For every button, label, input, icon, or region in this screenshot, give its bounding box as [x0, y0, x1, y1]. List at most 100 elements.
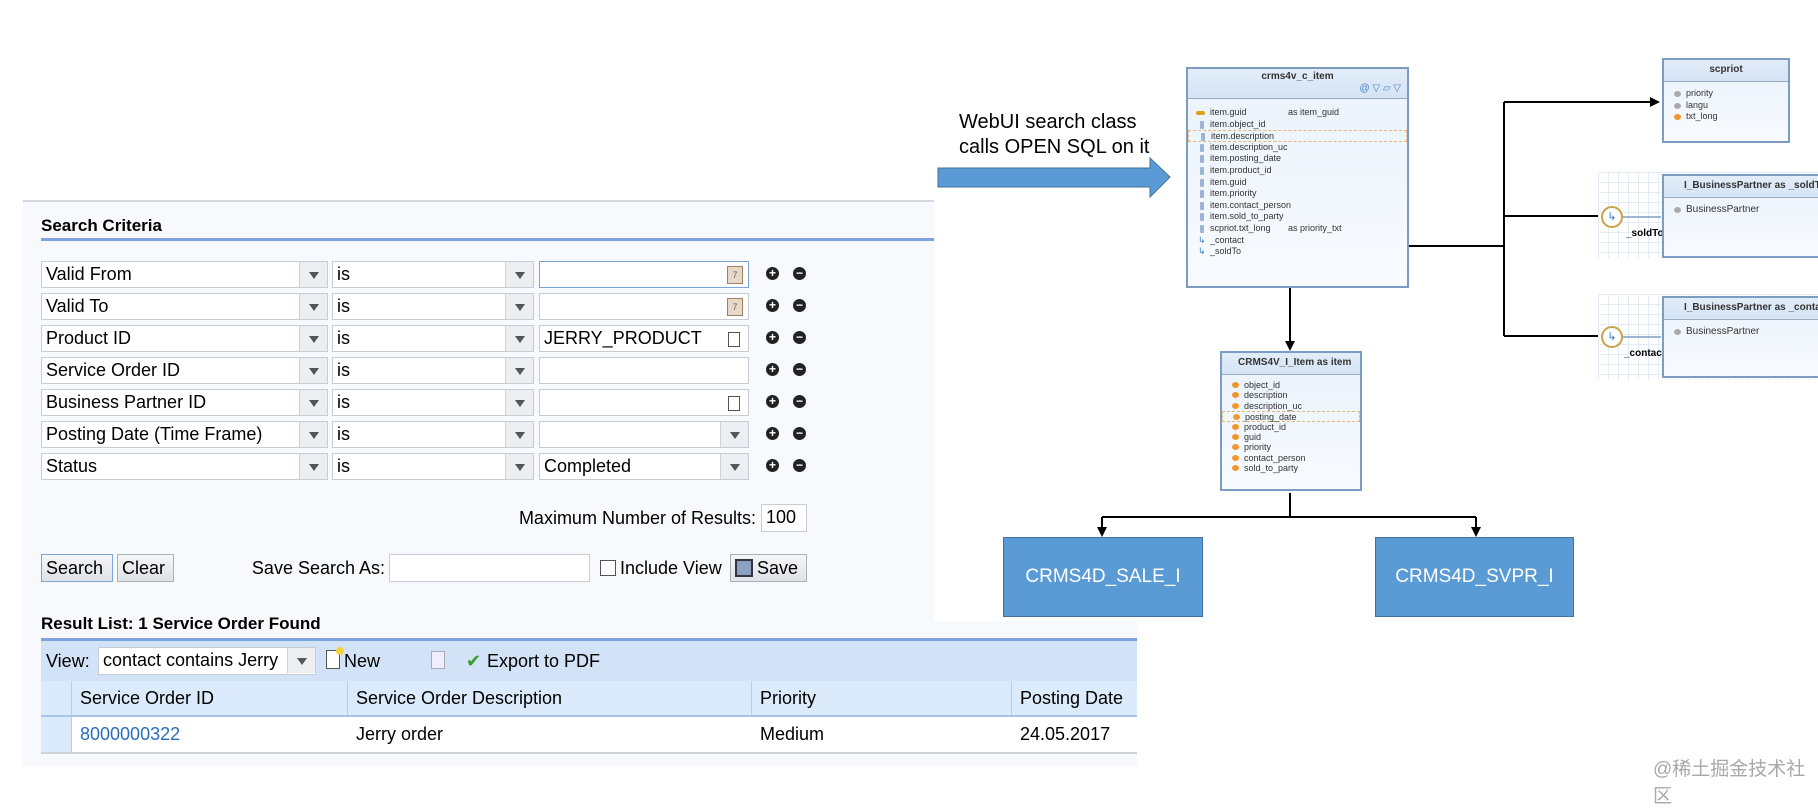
value-help-icon[interactable]: [728, 396, 740, 411]
service-order-id-link[interactable]: 8000000322: [80, 724, 181, 744]
entity-field[interactable]: sold_to_party: [1222, 463, 1360, 473]
field-select[interactable]: Valid From: [41, 261, 328, 288]
entity-field[interactable]: ↳_soldTo: [1188, 246, 1407, 258]
entity-field[interactable]: item.priority: [1188, 188, 1407, 200]
entity-field[interactable]: ↳_contact: [1188, 235, 1407, 247]
chevron-down-icon[interactable]: [720, 422, 748, 447]
remove-row-icon[interactable]: −: [793, 267, 806, 280]
field-select[interactable]: Status: [41, 453, 328, 480]
operator-select[interactable]: is: [332, 325, 534, 352]
entity-field[interactable]: item.sold_to_party: [1188, 211, 1407, 223]
entity-field[interactable]: priority: [1664, 88, 1788, 100]
search-button[interactable]: Search: [41, 554, 113, 582]
entity-field[interactable]: txt_long: [1664, 111, 1788, 123]
operator-select[interactable]: is: [332, 421, 534, 448]
entity-field[interactable]: priority: [1222, 442, 1360, 452]
field-select[interactable]: Posting Date (Time Frame): [41, 421, 328, 448]
entity-field: BusinessPartner: [1686, 326, 1760, 337]
entity-field[interactable]: description_uc: [1222, 401, 1360, 411]
entity-field[interactable]: guid: [1222, 432, 1360, 442]
select-all-cell[interactable]: [41, 681, 72, 715]
entity-field[interactable]: item.contact_person: [1188, 200, 1407, 212]
copy-icon[interactable]: [431, 651, 445, 669]
field-select[interactable]: Product ID: [41, 325, 328, 352]
value-help-icon[interactable]: [728, 332, 740, 347]
value-input[interactable]: Completed: [539, 453, 749, 480]
operator-select[interactable]: is: [332, 357, 534, 384]
remove-row-icon[interactable]: −: [793, 363, 806, 376]
view-select[interactable]: contact contains Jerry: [98, 647, 316, 675]
row-selector[interactable]: [41, 717, 72, 752]
value-input[interactable]: [539, 357, 749, 384]
chevron-down-icon: [505, 262, 533, 287]
entity-field[interactable]: object_id: [1222, 380, 1360, 390]
field-select[interactable]: Service Order ID: [41, 357, 328, 384]
remove-row-icon[interactable]: −: [793, 427, 806, 440]
column-header[interactable]: Service Order Description: [348, 681, 752, 715]
field-select-value: Posting Date (Time Frame): [46, 424, 263, 444]
entity-field[interactable]: posting_date: [1222, 411, 1360, 422]
remove-row-icon[interactable]: −: [793, 331, 806, 344]
calendar-icon[interactable]: 7: [727, 298, 743, 316]
entity-field[interactable]: item.product_id: [1188, 165, 1407, 177]
column-icon: [1200, 143, 1204, 152]
chevron-down-icon[interactable]: [720, 454, 748, 479]
operator-select[interactable]: is: [332, 453, 534, 480]
table-row[interactable]: 8000000322 Jerry order Medium 24.05.2017: [41, 717, 1137, 754]
value-input[interactable]: JERRY_PRODUCT: [539, 325, 749, 352]
column-header[interactable]: Service Order ID: [72, 681, 348, 715]
value-input[interactable]: 7: [539, 261, 749, 288]
field-name: guid: [1244, 431, 1262, 442]
max-results-input[interactable]: 100: [761, 504, 807, 532]
column-header[interactable]: Posting Date: [1020, 688, 1124, 708]
entity-field[interactable]: contact_person: [1222, 453, 1360, 463]
entity-field[interactable]: item.description_uc: [1188, 142, 1407, 154]
add-row-icon[interactable]: +: [766, 331, 779, 344]
assoc-label: _contact: [1624, 348, 1666, 359]
operator-select-value: is: [337, 360, 350, 380]
export-pdf-button[interactable]: Export to PDF: [487, 651, 601, 671]
field-select[interactable]: Business Partner ID: [41, 389, 328, 416]
value-input[interactable]: [539, 389, 749, 416]
table-crms4d-svpr-i[interactable]: CRMS4D_SVPR_I: [1375, 537, 1574, 617]
field-dot-icon: [1232, 454, 1239, 461]
add-row-icon[interactable]: +: [766, 459, 779, 472]
remove-row-icon[interactable]: −: [793, 299, 806, 312]
remove-row-icon[interactable]: −: [793, 395, 806, 408]
add-row-icon[interactable]: +: [766, 363, 779, 376]
clear-button[interactable]: Clear: [117, 554, 174, 582]
add-row-icon[interactable]: +: [766, 427, 779, 440]
operator-select[interactable]: is: [332, 261, 534, 288]
field-select[interactable]: Valid To: [41, 293, 328, 320]
save-button[interactable]: Save: [730, 554, 807, 582]
new-button[interactable]: New: [344, 651, 381, 671]
remove-row-icon[interactable]: −: [793, 459, 806, 472]
entity-field[interactable]: item.posting_date: [1188, 153, 1407, 165]
entity-field[interactable]: langu: [1664, 100, 1788, 112]
operator-select[interactable]: is: [332, 389, 534, 416]
operator-select[interactable]: is: [332, 293, 534, 320]
entity-field[interactable]: item.guid: [1188, 177, 1407, 189]
value-input[interactable]: [539, 421, 749, 448]
table-crms4d-sale-i[interactable]: CRMS4D_SALE_I: [1003, 537, 1203, 617]
save-search-input[interactable]: [389, 554, 590, 582]
include-view-checkbox[interactable]: [600, 560, 616, 576]
value-input[interactable]: 7: [539, 293, 749, 320]
entity-field[interactable]: item.description: [1188, 130, 1407, 142]
entity-field[interactable]: description: [1222, 390, 1360, 400]
add-row-icon[interactable]: +: [766, 267, 779, 280]
entity-bp-contact[interactable]: I_BusinessPartner as _conta BusinessPart…: [1662, 296, 1818, 378]
entity-bp-soldto[interactable]: I_BusinessPartner as _soldT BusinessPart…: [1662, 174, 1818, 258]
entity-field[interactable]: product_id: [1222, 422, 1360, 432]
add-row-icon[interactable]: +: [766, 395, 779, 408]
add-row-icon[interactable]: +: [766, 299, 779, 312]
chevron-down-icon: [299, 390, 327, 415]
calendar-icon[interactable]: 7: [727, 266, 743, 284]
column-header[interactable]: Priority: [752, 681, 1012, 715]
entity-field[interactable]: item.object_id: [1188, 119, 1407, 131]
